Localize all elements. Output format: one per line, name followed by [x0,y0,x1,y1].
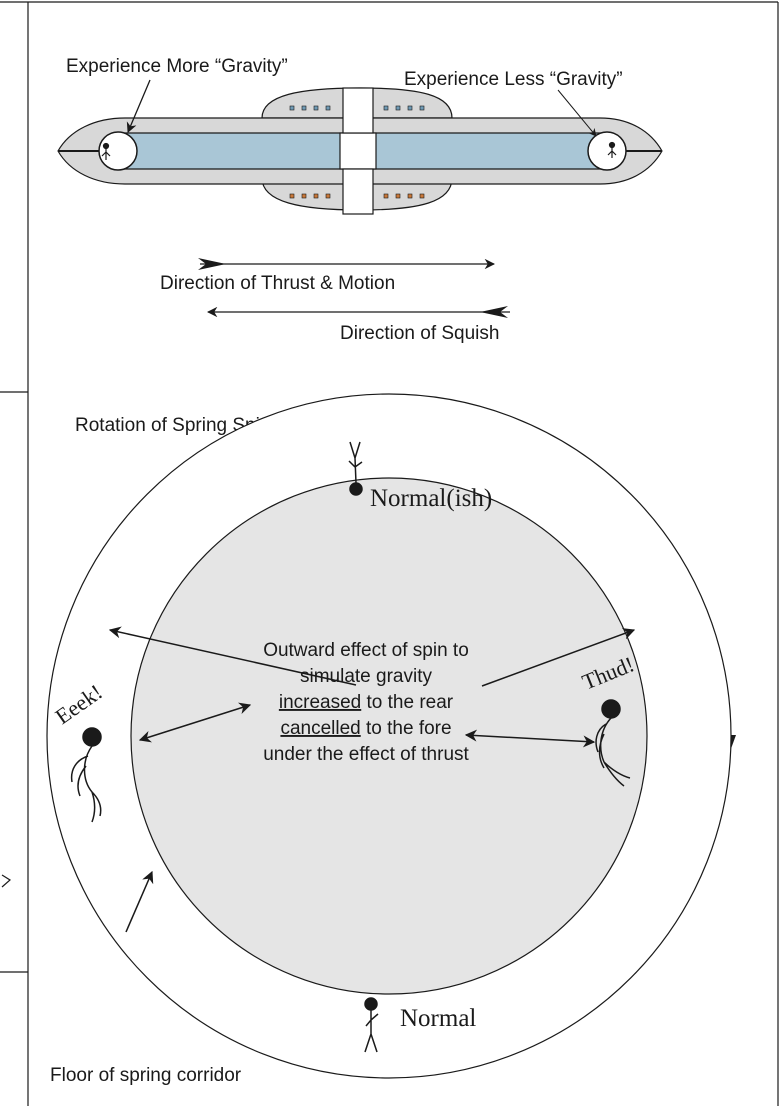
squish-arrow-tail [480,306,508,318]
thrust-label: Direction of Thrust & Motion [160,273,395,294]
center-line-5: under the effect of thrust [263,744,469,765]
floor-label: Floor of spring corridor [50,1065,242,1086]
squish-label: Direction of Squish [340,323,499,344]
front-end-circle [587,131,627,171]
hub-lower [342,168,374,215]
top-stick-figure [348,441,363,496]
center-line-2: simulate gravity [300,666,432,687]
center-line-1: Outward effect of spin to [263,640,469,661]
fore-gravity-double-arrow [464,729,596,748]
bottom-figure-label: Normal [400,1005,476,1032]
more-gravity-label: Experience More “Gravity” [66,56,288,77]
hub-upper [342,87,374,134]
inner-hub-circle [130,477,648,995]
less-gravity-label: Experience Less “Gravity” [404,69,623,90]
thrust-arrow [198,258,496,270]
center-line-4: cancelled to the fore [280,718,451,739]
left-stick-figure [70,727,102,823]
thrust-arrow-tail [198,258,226,270]
floor-pointer [125,870,154,933]
top-figure-label: Normal(ish) [370,485,492,512]
rotation-label: Rotation of Spring Spin [75,415,270,436]
top-windows [289,105,425,111]
outward-arrow-left [108,626,357,686]
bottom-windows [289,193,425,199]
rear-tiny-figure [101,142,111,160]
center-explanation: Outward effect of spin to simulate gravi… [263,640,469,765]
spaceship [57,87,663,215]
rear-end-circle [98,131,138,171]
central-hub [339,132,377,170]
front-tiny-figure [607,141,617,158]
rear-gravity-double-arrow [138,702,252,743]
outward-arrow-right [481,628,636,687]
right-stick-figure [595,699,631,787]
less-gravity-pointer [557,89,597,137]
bottom-stick-figure [364,997,379,1053]
center-line-3: increased to the rear [279,692,454,713]
more-gravity-pointer [126,79,151,133]
squish-arrow [206,306,510,318]
